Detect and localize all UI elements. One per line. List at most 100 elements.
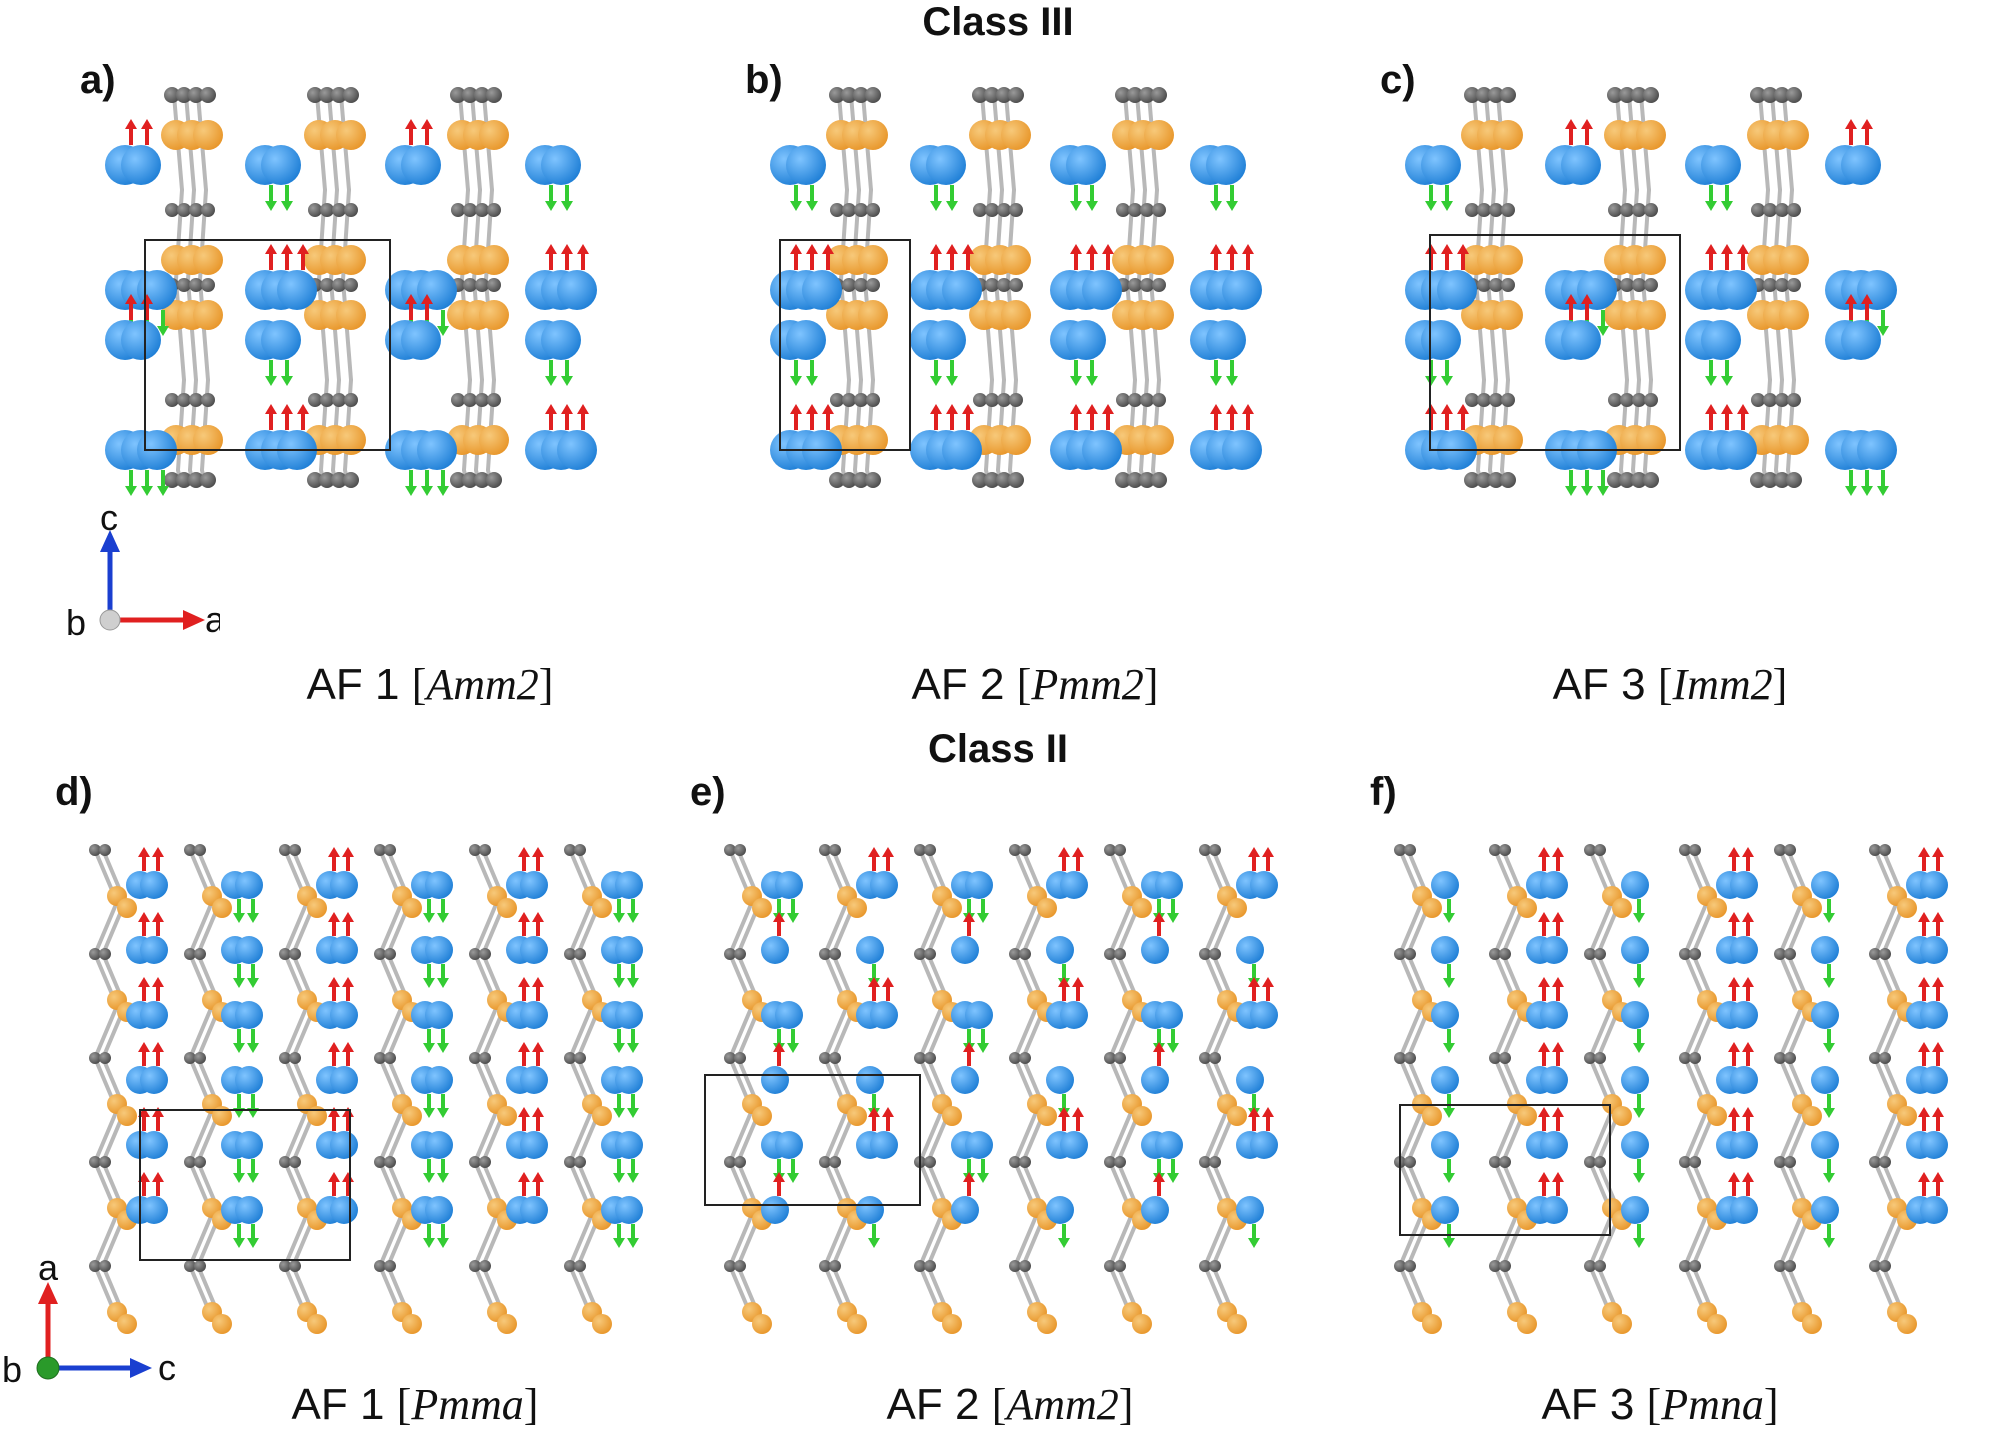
rare-earth-atom (330, 936, 358, 964)
metal-atom (1001, 120, 1031, 150)
carbon-atom (1763, 203, 1777, 217)
carbon-atom (1784, 1156, 1796, 1168)
crystal-structure (704, 844, 1278, 1334)
carbon-atom (564, 844, 576, 856)
carbon-atom (1104, 1156, 1116, 1168)
rare-earth-atom (1717, 270, 1757, 310)
bond (1398, 900, 1424, 956)
carbon-atom (1394, 948, 1406, 960)
carbon-atom (997, 393, 1011, 407)
carbon-atom (308, 393, 322, 407)
carbon-atom (1209, 1052, 1221, 1064)
carbon-atom (724, 1052, 736, 1064)
carbon-atom (475, 203, 489, 217)
bond (188, 1004, 214, 1060)
rare-earth-atom (1811, 1196, 1839, 1224)
spin-up-arrow (1918, 847, 1930, 857)
spin-down-arrow (1167, 913, 1179, 923)
bond (198, 278, 210, 382)
spin-down-arrow (1633, 978, 1645, 988)
carbon-atom (1501, 393, 1515, 407)
metal-atom (1707, 898, 1727, 918)
rare-earth-atom (856, 1066, 884, 1094)
spin-up-arrow (328, 1042, 340, 1052)
carbon-atom (1104, 1052, 1116, 1064)
spin-down-arrow (1823, 1108, 1835, 1118)
metal-atom (1227, 898, 1247, 918)
spin-up-arrow (1728, 847, 1740, 857)
carbon-atom (344, 393, 358, 407)
metal-atom (1636, 425, 1666, 455)
spin-up-arrow (1742, 1172, 1754, 1182)
spin-up-arrow (1248, 977, 1260, 987)
spin-up-arrow (773, 912, 785, 922)
spin-down-arrow (1823, 1173, 1835, 1183)
spin-up-arrow (265, 404, 277, 414)
carbon-atom (1114, 948, 1126, 960)
carbon-atom (279, 844, 291, 856)
spin-up-arrow (281, 404, 293, 414)
spin-up-arrow (1457, 404, 1469, 414)
rare-earth-atom (870, 1001, 898, 1029)
spin-down-arrow (233, 1173, 245, 1183)
bond (982, 278, 994, 382)
spin-down-arrow (423, 1173, 435, 1183)
spin-down-arrow (930, 376, 942, 386)
spin-down-arrow (423, 1108, 435, 1118)
metal-atom (1707, 1106, 1727, 1126)
carbon-atom (997, 278, 1011, 292)
rare-earth-atom (235, 1001, 263, 1029)
spin-up-arrow (930, 244, 942, 254)
carbon-atom (1209, 844, 1221, 856)
carbon-atom (829, 1156, 841, 1168)
bond (1108, 1212, 1134, 1268)
rare-earth-atom (1561, 145, 1601, 185)
spin-up-arrow (806, 244, 818, 254)
spin-up-arrow (963, 1042, 975, 1052)
spin-down-arrow (1425, 201, 1437, 211)
carbon-atom (1394, 1260, 1406, 1272)
carbon-atom (1750, 472, 1766, 488)
carbon-atom (184, 844, 196, 856)
carbon-atom (1763, 393, 1777, 407)
spin-up-arrow (1861, 119, 1873, 129)
panel-b: b) AF 2 [Pmm2] (735, 50, 1335, 710)
spin-up-arrow (1538, 1042, 1550, 1052)
rare-earth-atom (330, 1131, 358, 1159)
carbon-atom (564, 1156, 576, 1168)
carbon-atom (450, 472, 466, 488)
carbon-atom (1115, 87, 1131, 103)
spin-up-arrow (1058, 977, 1070, 987)
spin-up-arrow (1581, 119, 1593, 129)
spin-up-arrow (297, 404, 309, 414)
bond (863, 278, 875, 382)
spin-up-arrow (1918, 1107, 1930, 1117)
carbon-atom (374, 1260, 386, 1272)
bond (1873, 1212, 1899, 1268)
carbon-atom (1775, 278, 1789, 292)
rare-earth-atom (1421, 145, 1461, 185)
rare-earth-atom (140, 936, 168, 964)
carbon-atom (201, 203, 215, 217)
carbon-atom (997, 203, 1011, 217)
carbon-atom (866, 278, 880, 292)
rare-earth-atom (1060, 1131, 1088, 1159)
metal-atom (1001, 300, 1031, 330)
rare-earth-atom (401, 320, 441, 360)
spin-up-arrow (1441, 404, 1453, 414)
spin-down-arrow (233, 913, 245, 923)
carbon-atom (1879, 844, 1891, 856)
carbon-atom (914, 844, 926, 856)
rare-earth-atom (615, 1131, 643, 1159)
spin-up-arrow (1918, 1172, 1930, 1182)
rare-earth-atom (775, 1001, 803, 1029)
carbon-atom (343, 87, 359, 103)
carbon-atom (194, 844, 206, 856)
spin-up-arrow (297, 244, 309, 254)
carbon-atom (985, 278, 999, 292)
spin-up-arrow (1581, 294, 1593, 304)
carbon-atom (819, 1052, 831, 1064)
panel-label: e) (690, 770, 726, 814)
bond (728, 1108, 754, 1164)
carbon-atom (996, 87, 1012, 103)
